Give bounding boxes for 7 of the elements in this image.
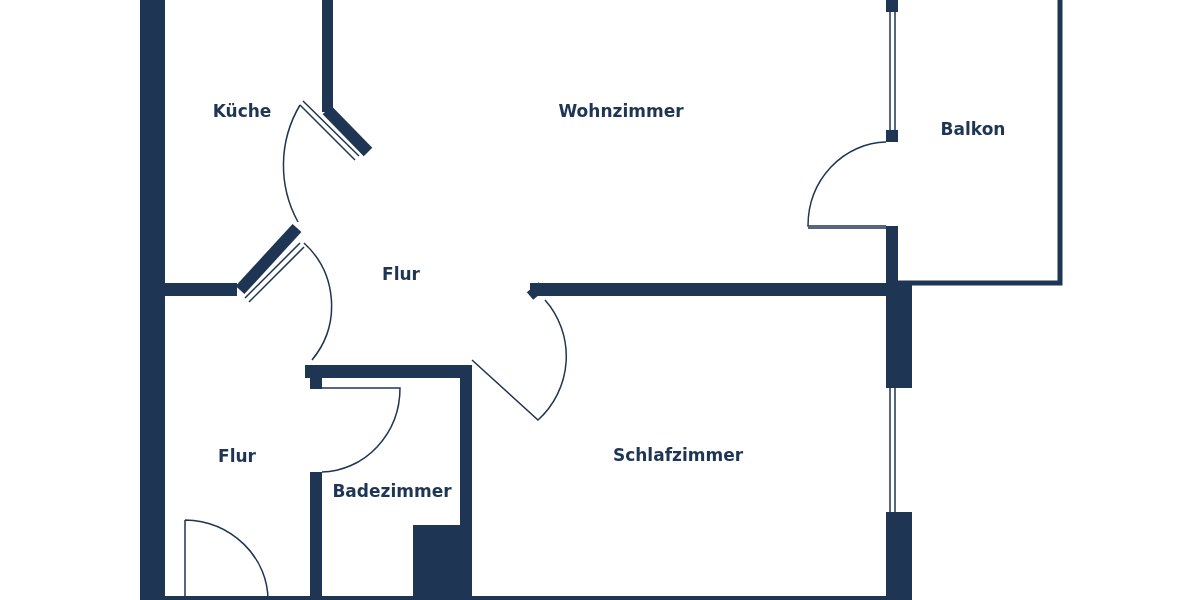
room-label: Küche — [212, 101, 272, 121]
room-label: Flur — [382, 264, 420, 284]
room-label: Wohnzimmer — [558, 101, 684, 121]
room-label: Balkon — [940, 119, 1006, 139]
room-label: Badezimmer — [332, 481, 452, 501]
room-label: Flur — [218, 446, 256, 466]
room-label: Schlafzimmer — [612, 445, 744, 465]
